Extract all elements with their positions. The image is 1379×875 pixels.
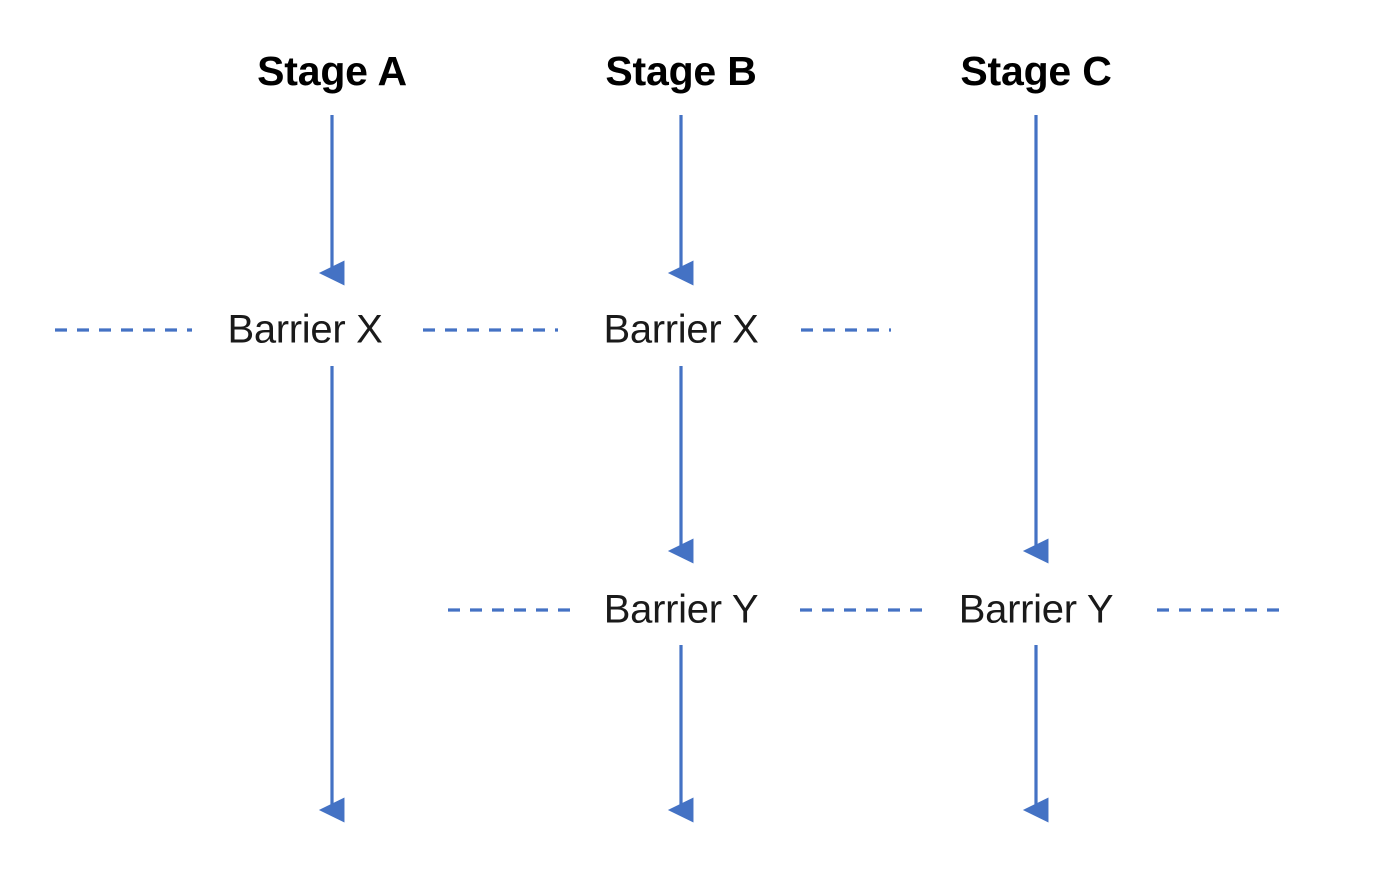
barrier-label-x-stage-b: Barrier X [597,307,765,353]
stage-header-c: Stage C [960,48,1112,94]
dashed-connectors-group [55,328,1283,612]
barrier-label-x-stage-a: Barrier X [221,307,389,353]
stage-header-b: Stage B [605,48,757,94]
vertical-arrows-group [318,115,1049,823]
barrier-label-y-stage-b: Barrier Y [597,587,765,633]
barrier-label-y-stage-c: Barrier Y [952,587,1120,633]
stage-header-a: Stage A [257,48,407,94]
